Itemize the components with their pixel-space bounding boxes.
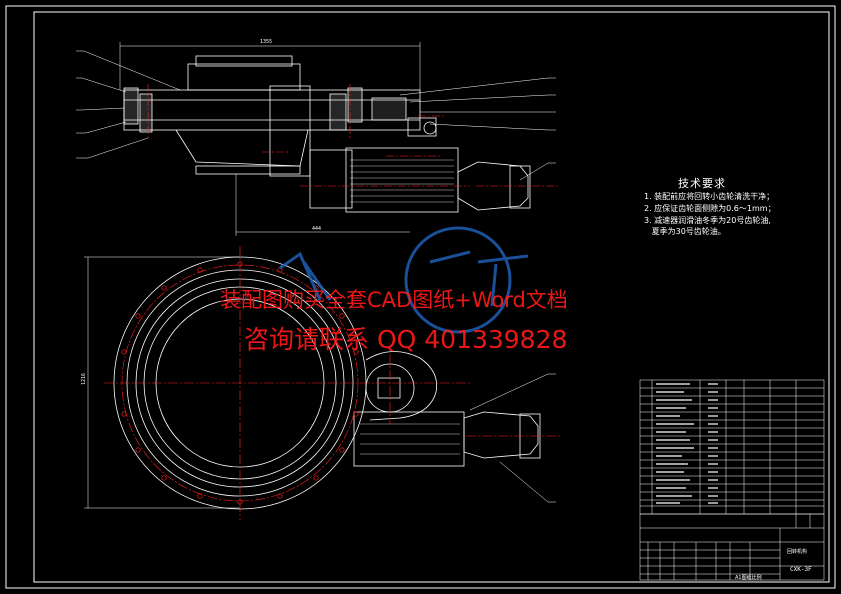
outer-border <box>5 5 836 589</box>
parts-list-marks <box>656 383 718 504</box>
drawing-number: CXK-3F <box>790 566 812 573</box>
watermark-line-1: 装配图购买全套CAD图纸+Word文档 <box>220 288 568 312</box>
technical-requirement-1: 1. 装配前应将回转小齿轮清洗干净； <box>644 192 775 201</box>
dimension-side-height: 1216 <box>81 372 88 386</box>
technical-requirement-4: 夏季为30号齿轮油。 <box>644 227 726 236</box>
centerlines-bottom <box>104 246 560 520</box>
section-view <box>76 42 556 236</box>
technical-requirement-3: 3. 减速器润滑油冬季为20号齿轮油, <box>644 216 771 225</box>
inner-border <box>33 11 830 583</box>
parts-list <box>639 379 825 515</box>
watermark-line-2: 咨询请联系 QQ 401339828 <box>244 325 568 354</box>
drawing-name: 回转机构 <box>787 549 808 555</box>
centerlines-top <box>147 84 560 187</box>
scale-label: A1图纸比例 <box>735 575 762 581</box>
technical-requirement-2: 2. 应保证齿轮面侧隙为0.6～1mm； <box>644 204 776 213</box>
dimension-mid-width: 444 <box>312 226 322 232</box>
technical-requirements-title: 技术要求 <box>678 177 726 190</box>
title-block <box>639 513 825 581</box>
dimension-top-width: 1355 <box>260 39 273 45</box>
watermark-logo-icon <box>279 226 529 334</box>
